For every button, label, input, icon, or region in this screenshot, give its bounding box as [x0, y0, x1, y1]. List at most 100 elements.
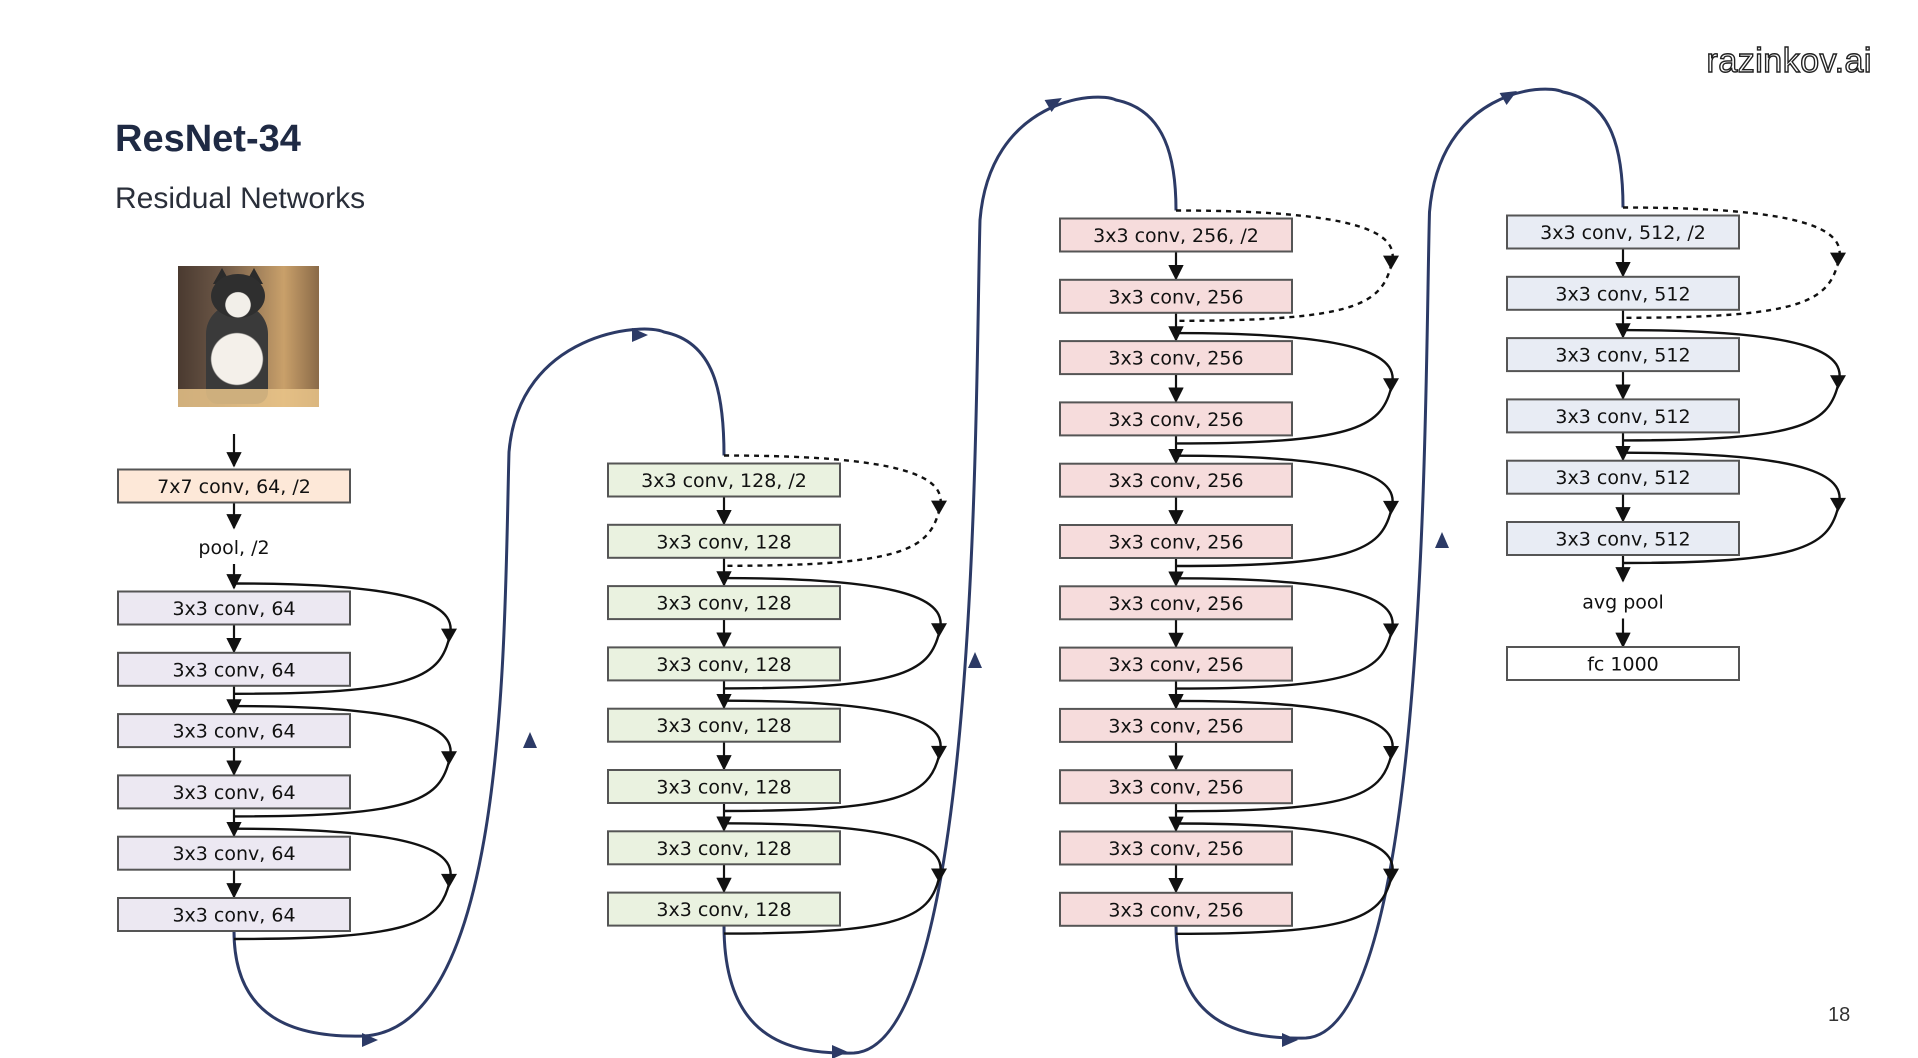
conv-block-stage2: 3x3 conv, 128	[607, 707, 841, 743]
conv-block-stage2: 3x3 conv, 128	[607, 891, 841, 927]
shortcut-arrowhead	[931, 623, 947, 638]
connector-arrowhead	[632, 328, 648, 342]
fc-block: fc 1000	[1506, 646, 1740, 681]
conv-block-stage2: 3x3 conv, 128	[607, 646, 841, 682]
conv-block-stage4: 3x3 conv, 512	[1506, 275, 1740, 311]
block-label: 3x3 conv, 128	[656, 715, 791, 737]
shortcut-arrowhead	[931, 868, 947, 883]
block-label: 3x3 conv, 512	[1555, 467, 1690, 489]
conv-block-stage3: 3x3 conv, 256	[1059, 769, 1293, 805]
connector-arrowhead	[362, 1033, 378, 1047]
block-label: 3x3 conv, 512	[1555, 406, 1690, 428]
block-label: 3x3 conv, 256	[1108, 532, 1243, 554]
block-label: 3x3 conv, 128	[656, 899, 791, 921]
block-label: 3x3 conv, 128	[656, 838, 791, 860]
conv-block-stage3: 3x3 conv, 256	[1059, 830, 1293, 866]
conv-block-stage3: 3x3 conv, 256	[1059, 401, 1293, 437]
blocks: 7x7 conv, 64, /2 pool, /2 3x3 conv, 64 3x3 …	[117, 214, 1740, 932]
avg-pool-label: avg pool	[1582, 592, 1664, 614]
connector-arrowhead	[832, 1045, 848, 1058]
conv-block-stage3: 3x3 conv, 256	[1059, 462, 1293, 498]
block-label: 3x3 conv, 512	[1555, 529, 1690, 551]
conv-block-stage1: 3x3 conv, 64	[117, 590, 351, 626]
conv-block-stage4: 3x3 conv, 512	[1506, 459, 1740, 495]
block-label: 3x3 conv, 256	[1108, 286, 1243, 308]
block-label: 3x3 conv, 256	[1108, 838, 1243, 860]
block-label: 3x3 conv, 256, /2	[1093, 225, 1259, 247]
stage-connector	[1174, 87, 1625, 1040]
block-label: 3x3 conv, 256	[1108, 654, 1243, 676]
conv-block-stage1: 3x3 conv, 64	[117, 774, 351, 810]
block-label: 3x3 conv, 128, /2	[641, 470, 807, 492]
block-label: 3x3 conv, 64	[172, 598, 295, 620]
slide-title: ResNet-34	[115, 118, 301, 160]
connector-arrowhead	[968, 652, 982, 668]
watermark: razinkov.ai	[1706, 41, 1872, 80]
block-label: 3x3 conv, 256	[1108, 899, 1243, 921]
block-label: 3x3 conv, 64	[172, 782, 295, 804]
conv-block-stage2: 3x3 conv, 128	[607, 769, 841, 804]
shortcut-arrowhead	[1830, 252, 1846, 267]
connector-arrowhead	[1282, 1033, 1298, 1047]
conv-block-stage4: 3x3 conv, 512	[1506, 337, 1740, 373]
page-number: 18	[1828, 1004, 1851, 1026]
conv-block-stage3: 3x3 conv, 256	[1059, 646, 1293, 682]
conv-block-stage2: 3x3 conv, 128	[607, 523, 841, 559]
conv-block-stage1: 3x3 conv, 64	[117, 651, 351, 687]
block-label: 3x3 conv, 128	[656, 777, 791, 799]
connector-arrowhead	[523, 732, 537, 748]
block-label: 3x3 conv, 128	[656, 654, 791, 676]
conv-block-stage3: 3x3 conv, 256	[1059, 585, 1293, 621]
stage-connector	[232, 327, 726, 1038]
shortcut-arrowhead	[1383, 255, 1399, 270]
stage-connector	[722, 95, 1178, 1055]
conv-block-stage2: 3x3 conv, 128	[607, 585, 841, 621]
cat-photo-icon	[178, 266, 319, 407]
stage-connectors	[232, 87, 1625, 1058]
shortcut-arrowhead	[1383, 868, 1399, 883]
block-label: fc 1000	[1587, 654, 1659, 676]
block-label: 3x3 conv, 128	[656, 531, 791, 553]
conv-block-stage3: 3x3 conv, 256	[1059, 707, 1293, 743]
conv-block-stage3: 3x3 conv, 256	[1059, 278, 1293, 314]
conv-block-stage3: 3x3 conv, 256	[1059, 340, 1293, 376]
block-label: 3x3 conv, 256	[1108, 777, 1243, 799]
block-label: 3x3 conv, 256	[1108, 348, 1243, 370]
conv-block-stage1: 3x3 conv, 64	[117, 835, 351, 871]
shortcut-arrowhead	[1830, 375, 1846, 390]
conv-block-stage4: 3x3 conv, 512	[1506, 521, 1740, 556]
block-label: 3x3 conv, 512	[1555, 345, 1690, 367]
shortcut-arrowhead	[931, 500, 947, 515]
connector-arrowhead	[1044, 98, 1062, 113]
block-label: 3x3 conv, 64	[172, 905, 295, 927]
shortcut-arrowhead	[931, 745, 947, 760]
block-label: 3x3 conv, 64	[172, 843, 295, 865]
block-label: 3x3 conv, 64	[172, 659, 295, 681]
block-label: 3x3 conv, 256	[1108, 715, 1243, 737]
shortcut-arrowhead	[1383, 746, 1399, 761]
shortcut-arrowhead	[1383, 378, 1399, 393]
connector-arrowhead	[1499, 91, 1517, 106]
pool-label: pool, /2	[198, 537, 269, 559]
conv-block-stage3: 3x3 conv, 256	[1059, 891, 1293, 927]
conv-block-stage3: 3x3 conv, 256	[1059, 524, 1293, 559]
shortcut-arrowhead	[441, 751, 457, 766]
block-label: 3x3 conv, 256	[1108, 409, 1243, 431]
block-label: 3x3 conv, 256	[1108, 593, 1243, 615]
block-label: 3x3 conv, 512	[1555, 283, 1690, 305]
connector-arrowhead	[1435, 532, 1449, 548]
block-label: 7x7 conv, 64, /2	[157, 476, 311, 498]
shortcut-arrowhead	[1830, 497, 1846, 512]
shortcut-arrowhead	[1383, 500, 1399, 515]
conv-block-stage2: 3x3 conv, 128, /2	[607, 462, 841, 498]
conv-block-stage3: 3x3 conv, 256, /2	[1059, 217, 1293, 253]
conv-block-stage1: 3x3 conv, 64	[117, 713, 351, 749]
block-label: 3x3 conv, 512, /2	[1540, 222, 1706, 244]
block-label: 3x3 conv, 256	[1108, 470, 1243, 492]
conv-block-stage4: 3x3 conv, 512, /2	[1506, 214, 1740, 250]
stem-conv-block: 7x7 conv, 64, /2	[117, 468, 351, 504]
conv-block-stage2: 3x3 conv, 128	[607, 830, 841, 866]
shortcut-arrowhead	[441, 873, 457, 888]
conv-block-stage1: 3x3 conv, 64	[117, 897, 351, 932]
